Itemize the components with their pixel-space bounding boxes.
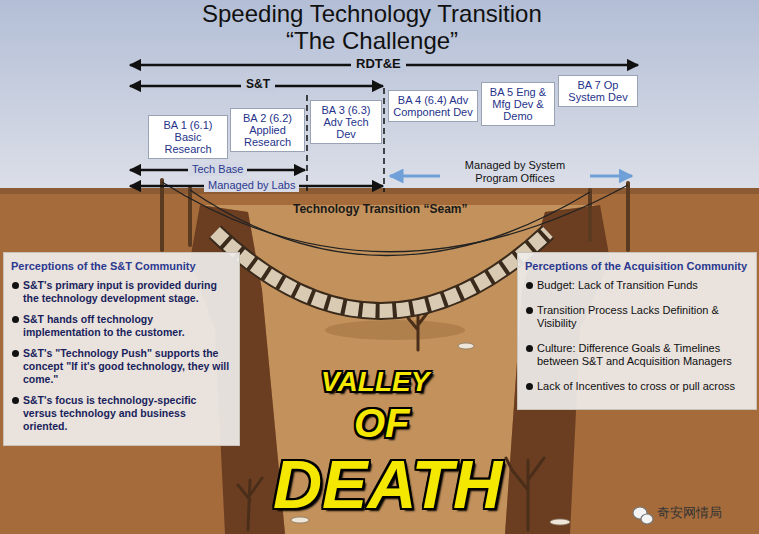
watermark: 奇安网情局 bbox=[657, 506, 722, 521]
span-label: Tech Base bbox=[188, 163, 247, 176]
budget-activity-box: BA 3 (6.3) Adv Tech Dev bbox=[310, 100, 382, 144]
bullet-text: Culture: Difference Goals & Timelines be… bbox=[525, 342, 749, 368]
ground bbox=[0, 188, 759, 534]
bullet-text: S&T's focus is technology-specific versu… bbox=[11, 394, 232, 433]
bullet-text: S&T hands off technology implementation … bbox=[11, 313, 232, 339]
bridge-rope bbox=[162, 182, 628, 252]
perception-panel: Perceptions of the S&T CommunityS&T's pr… bbox=[3, 252, 240, 446]
budget-activity-box: BA 5 Eng & Mfg Dev & Demo bbox=[481, 82, 555, 126]
box-text: BA 7 Op System Dev bbox=[562, 79, 634, 103]
budget-activity-box: BA 7 Op System Dev bbox=[558, 75, 638, 107]
span-label: RDT&E bbox=[351, 57, 406, 72]
bridge-planks bbox=[215, 232, 548, 311]
box-text: BA 5 Eng & Mfg Dev & Demo bbox=[485, 86, 551, 122]
horizon bbox=[0, 188, 759, 194]
box-text: BA 3 (6.3) Adv Tech Dev bbox=[314, 104, 378, 140]
valley-title: OF bbox=[354, 400, 410, 446]
subtitle: “The Challenge” bbox=[286, 27, 458, 55]
boundary-dashed-line bbox=[383, 88, 385, 192]
bullet-text: Transition Process Lacks Definition & Vi… bbox=[525, 304, 749, 330]
bullet-text: Budget: Lack of Transition Funds bbox=[525, 279, 749, 292]
bridge-rope bbox=[190, 190, 590, 256]
box-text: BA 2 (6.2) Applied Research bbox=[234, 112, 301, 148]
panel-heading: Perceptions of the Acquisition Community bbox=[525, 259, 749, 273]
bridge-deck bbox=[215, 232, 548, 311]
bullet-text: S&T's primary input is provided during t… bbox=[11, 279, 232, 305]
panel-heading: Perceptions of the S&T Community bbox=[11, 259, 232, 273]
bullet-text: Lack of Incentives to cross or pull acro… bbox=[525, 380, 749, 393]
budget-activity-box: BA 1 (6.1) Basic Research bbox=[148, 115, 228, 159]
span-label: Managed by System Program Offices bbox=[445, 159, 585, 184]
box-text: BA 1 (6.1) Basic Research bbox=[152, 119, 224, 155]
sky bbox=[0, 0, 759, 192]
budget-activity-box: BA 2 (6.2) Applied Research bbox=[230, 108, 305, 152]
span-label: Managed by Labs bbox=[204, 179, 299, 192]
boundary-dashed-line bbox=[306, 95, 308, 192]
span-arrow bbox=[390, 175, 440, 178]
span-arrow bbox=[590, 175, 632, 178]
budget-activity-box: BA 4 (6.4) Adv Component Dev bbox=[388, 90, 478, 122]
box-text: BA 4 (6.4) Adv Component Dev bbox=[392, 94, 474, 118]
valley-shadow bbox=[325, 320, 465, 340]
wechat-icon bbox=[633, 507, 653, 524]
seam-label: Technology Transition “Seam” bbox=[293, 203, 467, 217]
dead-tree bbox=[238, 312, 544, 530]
valley-title: VALLEY bbox=[321, 366, 429, 398]
diagram-title: Speeding Technology Transition bbox=[202, 0, 542, 28]
perception-panel: Perceptions of the Acquisition Community… bbox=[517, 252, 757, 410]
bullet-text: S&T's "Technology Push" supports the con… bbox=[11, 347, 232, 386]
valley-title: DEATH bbox=[273, 450, 502, 518]
span-label: S&T bbox=[241, 78, 275, 92]
